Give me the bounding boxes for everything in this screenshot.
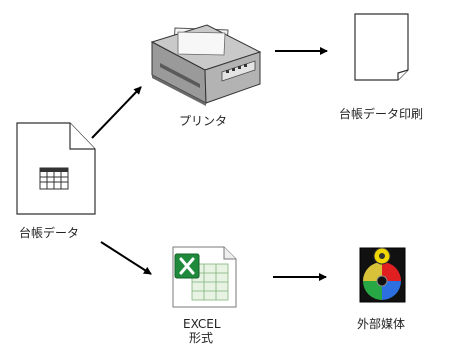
external-media-icon <box>359 247 406 303</box>
printer-label: プリンタ <box>179 114 228 128</box>
document-icon <box>16 122 96 215</box>
excel-label-line1: EXCEL <box>183 317 221 331</box>
excel-label-line2: 形式 <box>189 331 214 345</box>
excel-file-icon <box>172 246 237 308</box>
arrow-source-to-excel <box>100 241 152 275</box>
printed-page-icon <box>354 13 409 81</box>
media-label: 外部媒体 <box>357 317 406 331</box>
arrow-source-to-printer <box>91 86 142 139</box>
printed-label: 台帳データ印刷 <box>339 107 424 121</box>
printer-icon <box>150 24 262 106</box>
source-label: 台帳データ <box>19 226 80 240</box>
